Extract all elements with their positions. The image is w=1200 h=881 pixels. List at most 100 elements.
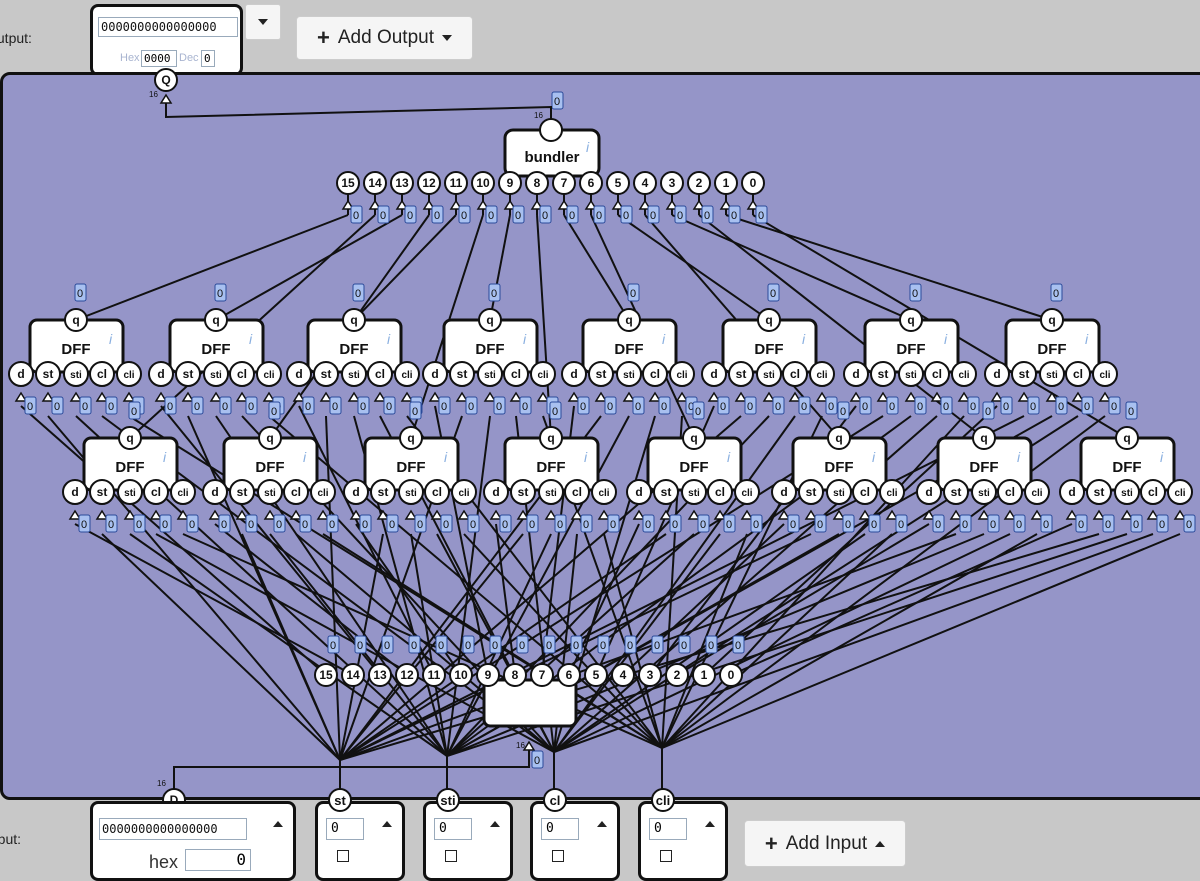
dff-q-pin[interactable]: [827, 426, 851, 450]
dff-pin-cl[interactable]: [924, 361, 950, 387]
input-sti-value-field[interactable]: 0: [434, 818, 472, 840]
dff-pin-st[interactable]: [313, 361, 339, 387]
dff-pin-cl[interactable]: [143, 479, 169, 505]
dff-pin-sti[interactable]: [398, 479, 424, 505]
dff-pin-st[interactable]: [798, 479, 824, 505]
dff-pin-d[interactable]: [984, 361, 1010, 387]
dff-pin-sti[interactable]: [477, 361, 503, 387]
dff-pin-sti[interactable]: [681, 479, 707, 505]
bundler-pin-14[interactable]: [363, 171, 387, 195]
bundler-pin-15[interactable]: [336, 171, 360, 195]
dff-q-pin[interactable]: [342, 308, 366, 332]
unbundler-pin-11[interactable]: [422, 663, 446, 687]
dff-pin-cli[interactable]: [591, 479, 617, 505]
bundler-pin-5[interactable]: [606, 171, 630, 195]
dff-pin-cli[interactable]: [170, 479, 196, 505]
dff-pin-cl[interactable]: [1140, 479, 1166, 505]
input-cli-value-field[interactable]: 0: [649, 818, 687, 840]
dff-pin-cl[interactable]: [367, 361, 393, 387]
dff-q-pin[interactable]: [972, 426, 996, 450]
bundler-pin-7[interactable]: [552, 171, 576, 195]
dff-pin-cl[interactable]: [782, 361, 808, 387]
input-pin-st[interactable]: st: [328, 788, 352, 812]
bundler-pin-13[interactable]: [390, 171, 414, 195]
dff-pin-sti[interactable]: [117, 479, 143, 505]
dff-pin-d[interactable]: [62, 479, 88, 505]
input-d-bits[interactable]: 0000000000000000: [99, 818, 247, 840]
dff-pin-d[interactable]: [483, 479, 509, 505]
dff-pin-d[interactable]: [916, 479, 942, 505]
input-d-hex-field[interactable]: 0: [185, 849, 251, 871]
dff-pin-cli[interactable]: [879, 479, 905, 505]
unbundler-pin-5[interactable]: [584, 663, 608, 687]
bundler-pin-9[interactable]: [498, 171, 522, 195]
dff-pin-st[interactable]: [175, 361, 201, 387]
bundler-pin-1[interactable]: [714, 171, 738, 195]
dff-pin-cli[interactable]: [1092, 361, 1118, 387]
dff-pin-d[interactable]: [148, 361, 174, 387]
dff-pin-d[interactable]: [701, 361, 727, 387]
chevron-up-icon[interactable]: [382, 821, 392, 827]
bundler-pin-2[interactable]: [687, 171, 711, 195]
dff-pin-d[interactable]: [202, 479, 228, 505]
bundler-pin-3[interactable]: [660, 171, 684, 195]
dff-q-pin[interactable]: [399, 426, 423, 450]
input-pin-sti[interactable]: sti: [436, 788, 460, 812]
unbundler-pin-10[interactable]: [449, 663, 473, 687]
dff-pin-cl[interactable]: [564, 479, 590, 505]
dff-q-pin[interactable]: [617, 308, 641, 332]
unbundler-pin-0[interactable]: [719, 663, 743, 687]
dff-q-pin[interactable]: [478, 308, 502, 332]
input-cl-checkbox[interactable]: [552, 850, 564, 862]
dff-pin-d[interactable]: [286, 361, 312, 387]
unbundler-pin-8[interactable]: [503, 663, 527, 687]
unbundler-pin-9[interactable]: [476, 663, 500, 687]
bundler-pin-12[interactable]: [417, 171, 441, 195]
add-output-button[interactable]: + Add Output: [296, 16, 473, 60]
input-pin-cl[interactable]: cl: [543, 788, 567, 812]
dff-pin-st[interactable]: [728, 361, 754, 387]
input-st-checkbox[interactable]: [337, 850, 349, 862]
dff-pin-d[interactable]: [8, 361, 34, 387]
dff-q-pin[interactable]: [899, 308, 923, 332]
dff-pin-st[interactable]: [588, 361, 614, 387]
dff-pin-st[interactable]: [1011, 361, 1037, 387]
unbundler-pin-3[interactable]: [638, 663, 662, 687]
dff-pin-d[interactable]: [422, 361, 448, 387]
dff-pin-sti[interactable]: [341, 361, 367, 387]
dff-pin-st[interactable]: [449, 361, 475, 387]
dff-q-pin[interactable]: [757, 308, 781, 332]
bundler-output-pin[interactable]: [539, 118, 563, 142]
dff-pin-st[interactable]: [370, 479, 396, 505]
dff-q-pin[interactable]: [682, 426, 706, 450]
dff-pin-cli[interactable]: [394, 361, 420, 387]
output-pin-q[interactable]: Q: [154, 68, 178, 92]
dff-pin-d[interactable]: [561, 361, 587, 387]
dff-pin-cli[interactable]: [734, 479, 760, 505]
dff-pin-st[interactable]: [510, 479, 536, 505]
dff-pin-cl[interactable]: [852, 479, 878, 505]
bundler-pin-10[interactable]: [471, 171, 495, 195]
bundler-pin-11[interactable]: [444, 171, 468, 195]
dff-pin-cli[interactable]: [669, 361, 695, 387]
dff-pin-sti[interactable]: [826, 479, 852, 505]
dff-pin-sti[interactable]: [616, 361, 642, 387]
dff-q-pin[interactable]: [1040, 308, 1064, 332]
dff-pin-sti[interactable]: [203, 361, 229, 387]
dff-pin-st[interactable]: [89, 479, 115, 505]
dff-q-pin[interactable]: [118, 426, 142, 450]
input-pin-cli[interactable]: cli: [651, 788, 675, 812]
dff-pin-cl[interactable]: [503, 361, 529, 387]
dff-pin-st[interactable]: [1086, 479, 1112, 505]
input-sti-checkbox[interactable]: [445, 850, 457, 862]
dff-pin-cl[interactable]: [997, 479, 1023, 505]
dff-pin-cl[interactable]: [707, 479, 733, 505]
chevron-up-icon[interactable]: [273, 821, 283, 827]
bundler-pin-4[interactable]: [633, 171, 657, 195]
dff-pin-d[interactable]: [771, 479, 797, 505]
dff-pin-st[interactable]: [653, 479, 679, 505]
dff-pin-sti[interactable]: [1039, 361, 1065, 387]
dff-pin-cli[interactable]: [1024, 479, 1050, 505]
dff-q-pin[interactable]: [539, 426, 563, 450]
